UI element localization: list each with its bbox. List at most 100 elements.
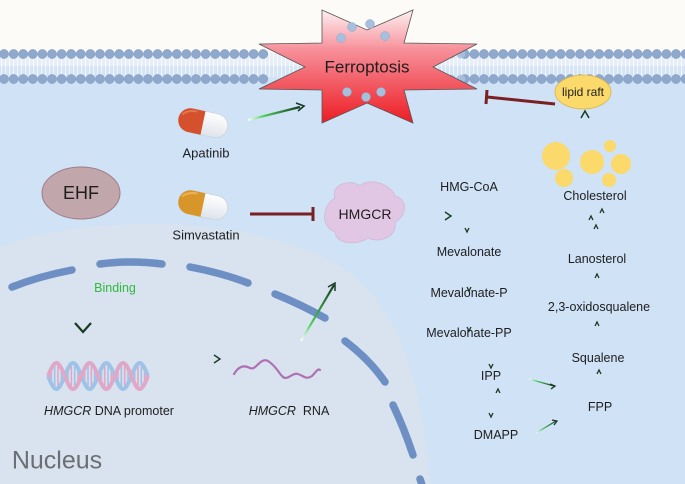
lipid-head [623, 49, 633, 59]
lipid-head [229, 49, 240, 59]
lipid-head [171, 49, 182, 59]
lipid-head [507, 49, 518, 59]
lipid-head [248, 49, 259, 59]
lipid-head [162, 49, 173, 59]
lipid-head [104, 74, 115, 84]
rna-suffix: RNA [295, 403, 330, 418]
lipid-head [527, 49, 537, 59]
lipid-head [498, 49, 509, 59]
lipid-head [258, 49, 269, 59]
lipid-head [95, 74, 105, 84]
lipid-head [66, 74, 77, 84]
lipid-head [8, 49, 19, 59]
lipid-head [27, 74, 38, 84]
lipid-head [85, 74, 96, 84]
lipid-head [56, 74, 67, 84]
lipid-head [536, 74, 547, 84]
lipid-head [191, 49, 201, 59]
lipid-head [680, 74, 685, 84]
arrow-rna-to-hmgcr [300, 281, 336, 342]
lipid-head [661, 49, 672, 59]
node-mevalonate-pp: Mevalonate-PP [426, 325, 512, 340]
node-ipp: IPP [480, 368, 502, 383]
lipid-head [85, 49, 96, 59]
lipid-head [162, 74, 173, 84]
lipid-head [171, 74, 182, 84]
lipid-head [671, 49, 681, 59]
rna-label: HMGCR RNA [249, 405, 330, 418]
apatinib-label: Apatinib [182, 145, 230, 161]
lipid-head [565, 49, 576, 59]
lipid-head [632, 49, 643, 59]
lipid-head [642, 74, 653, 84]
lipid-head [56, 49, 67, 59]
dna-gene-name: HMGCR [44, 403, 92, 418]
lipid-head [200, 49, 211, 59]
lipid-head [152, 49, 163, 59]
lipid-head [488, 74, 499, 84]
lipid-head [479, 49, 489, 59]
lipid-head [75, 74, 86, 84]
lipid-head [181, 49, 192, 59]
binding-label: Binding [94, 280, 136, 295]
lipid-raft [554, 74, 612, 110]
lipid-head [575, 49, 585, 59]
lipid-head [555, 49, 566, 59]
arrow-dna-to-rna [173, 354, 222, 364]
lipid-head [27, 49, 38, 59]
lipid-head [488, 49, 499, 59]
lipid-head [603, 49, 614, 59]
dna-promoter-label: HMGCR DNA promoter [44, 405, 174, 418]
lipid-head [18, 49, 29, 59]
lipid-head [133, 49, 144, 59]
lipid-head [517, 49, 528, 59]
arrow-apatinib-to-ferroptosis [247, 102, 306, 122]
lipid-head [191, 74, 201, 84]
lipid-head [219, 49, 230, 59]
lipid-head [152, 74, 163, 84]
lipid-head [75, 49, 86, 59]
arrow-cholesterol-to-raft [580, 109, 590, 140]
arrow-ehf-binding [74, 245, 92, 334]
lipid-head [123, 49, 134, 59]
lipid-head [37, 49, 48, 59]
arrow-hmgcr-to-pathway [400, 211, 453, 221]
lipid-head [527, 74, 537, 84]
lipid-head [37, 74, 48, 84]
lipid-head [114, 74, 125, 84]
hmgcr-protein-shape [324, 181, 405, 244]
lipid-head [651, 49, 662, 59]
lipid-head [8, 74, 19, 84]
lipid-head [239, 74, 249, 84]
lipid-head [603, 74, 614, 84]
inhibit-simvastatin-to-hmgcr [250, 207, 315, 221]
inhibit-lipid-raft-to-ferroptosis [484, 89, 556, 106]
lipid-head [651, 74, 662, 84]
nuclear-envelope [8, 258, 426, 484]
hmgcr-protein-label: HMGCR [338, 206, 392, 222]
lipid-head [594, 49, 605, 59]
lipid-raft-label: lipid raft [561, 85, 605, 99]
dna-helix-icon [46, 360, 150, 392]
lipid-head [104, 49, 115, 59]
lipid-head [219, 74, 230, 84]
lipid-head [671, 74, 681, 84]
lipid-head [469, 49, 480, 59]
node-fpp: FPP [587, 399, 613, 414]
lipid-head [613, 49, 624, 59]
lipid-head [584, 49, 595, 59]
lipid-head [18, 74, 29, 84]
lipid-head [143, 49, 153, 59]
lipid-head [66, 49, 77, 59]
lipid-head [0, 74, 9, 84]
lipid-head [47, 74, 57, 84]
lipid-head [517, 74, 528, 84]
rna-gene-name: HMGCR [248, 403, 296, 418]
ehf-label: EHF [63, 183, 99, 203]
dna-strand [46, 360, 150, 392]
lipid-head [210, 49, 221, 59]
nucleus [0, 223, 430, 484]
lipid-head [143, 74, 153, 84]
lipid-head [680, 49, 685, 59]
